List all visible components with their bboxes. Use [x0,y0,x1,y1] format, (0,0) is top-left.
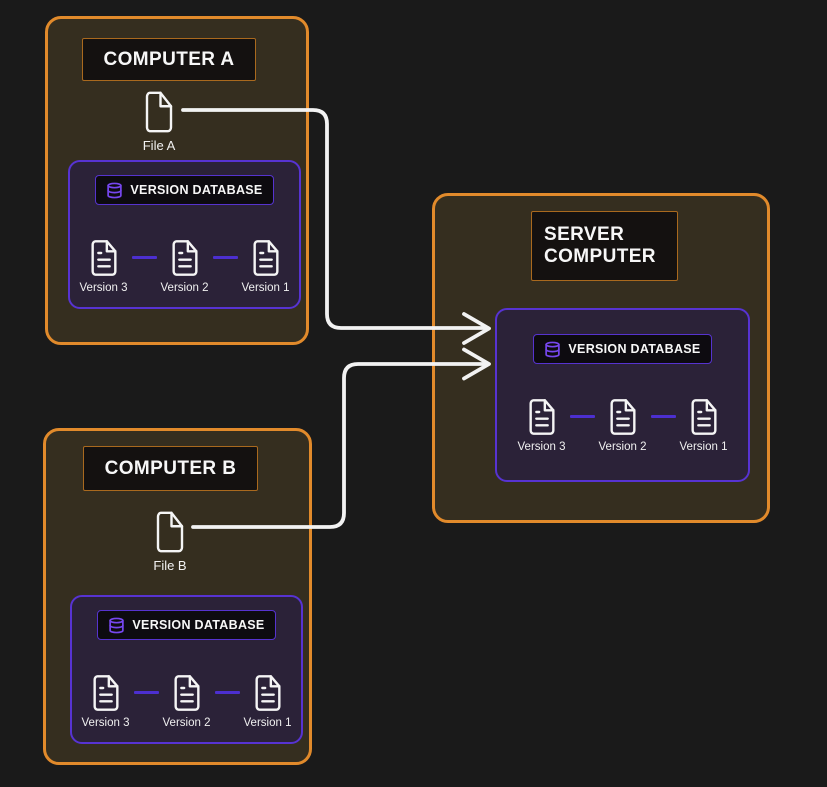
file-text-icon [251,673,285,713]
version-connector-line [214,691,240,694]
computer-a-vdb-title: VERSION DATABASE [130,183,263,197]
server-vdb-header: VERSION DATABASE [533,334,712,364]
computer-a-versions: Version 3 Version 2 [76,238,294,294]
file-icon [152,509,188,555]
computer-b-title: COMPUTER B [83,446,258,491]
version-item: Version 2 [159,673,215,729]
file-a-label: File A [142,138,176,153]
computer-b-vdb-header: VERSION DATABASE [97,610,276,640]
version-connector-line [133,691,159,694]
version-label: Version 1 [243,717,292,729]
server-computer-title-label: SERVER COMPUTER [544,223,656,267]
file-text-icon [687,397,721,437]
computer-a-version-database: VERSION DATABASE Version 3 [68,160,301,309]
version-item: Version 1 [238,238,294,294]
database-icon [107,182,123,198]
version-item: Version 1 [240,673,296,729]
database-icon [109,617,125,633]
version-label: Version 2 [160,282,209,294]
version-label: Version 1 [241,282,290,294]
file-text-icon [249,238,283,278]
file-text-icon [168,238,202,278]
computer-b-file: File B [152,509,188,573]
computer-b-box: COMPUTER B File B VERSION DATABASE [43,428,312,765]
version-label: Version 2 [162,717,211,729]
version-label: Version 2 [598,441,647,453]
computer-a-file: File A [141,89,177,153]
computer-a-box: COMPUTER A File A VERSION DATABASE [45,16,309,345]
file-text-icon [525,397,559,437]
server-computer-title: SERVER COMPUTER [531,211,678,281]
version-connector-line [131,256,157,259]
server-version-database: VERSION DATABASE Version 3 [495,308,750,482]
computer-a-title-label: COMPUTER A [103,48,235,70]
version-item: Version 3 [78,673,134,729]
server-versions: Version 3 Version 2 [514,397,732,453]
version-item: Version 1 [676,397,732,453]
file-icon [141,89,177,135]
computer-b-title-label: COMPUTER B [104,457,237,479]
file-text-icon [87,238,121,278]
computer-a-vdb-header: VERSION DATABASE [95,175,274,205]
version-item: Version 3 [514,397,570,453]
version-label: Version 3 [79,282,128,294]
computer-b-version-database: VERSION DATABASE Version 3 [70,595,303,744]
file-text-icon [606,397,640,437]
version-connector-line [650,415,676,418]
computer-b-versions: Version 3 Version 2 [78,673,296,729]
version-connector-line [569,415,595,418]
version-item: Version 2 [157,238,213,294]
computer-b-vdb-title: VERSION DATABASE [132,618,265,632]
server-vdb-title: VERSION DATABASE [568,342,701,356]
version-connector-line [212,256,238,259]
version-item: Version 2 [595,397,651,453]
version-label: Version 3 [81,717,130,729]
file-b-label: File B [153,558,187,573]
computer-a-title: COMPUTER A [82,38,256,81]
version-item: Version 3 [76,238,132,294]
server-computer-box: SERVER COMPUTER VERSION DATABASE [432,193,770,523]
version-label: Version 3 [517,441,566,453]
database-icon [545,341,561,357]
version-label: Version 1 [679,441,728,453]
file-text-icon [170,673,204,713]
file-text-icon [89,673,123,713]
